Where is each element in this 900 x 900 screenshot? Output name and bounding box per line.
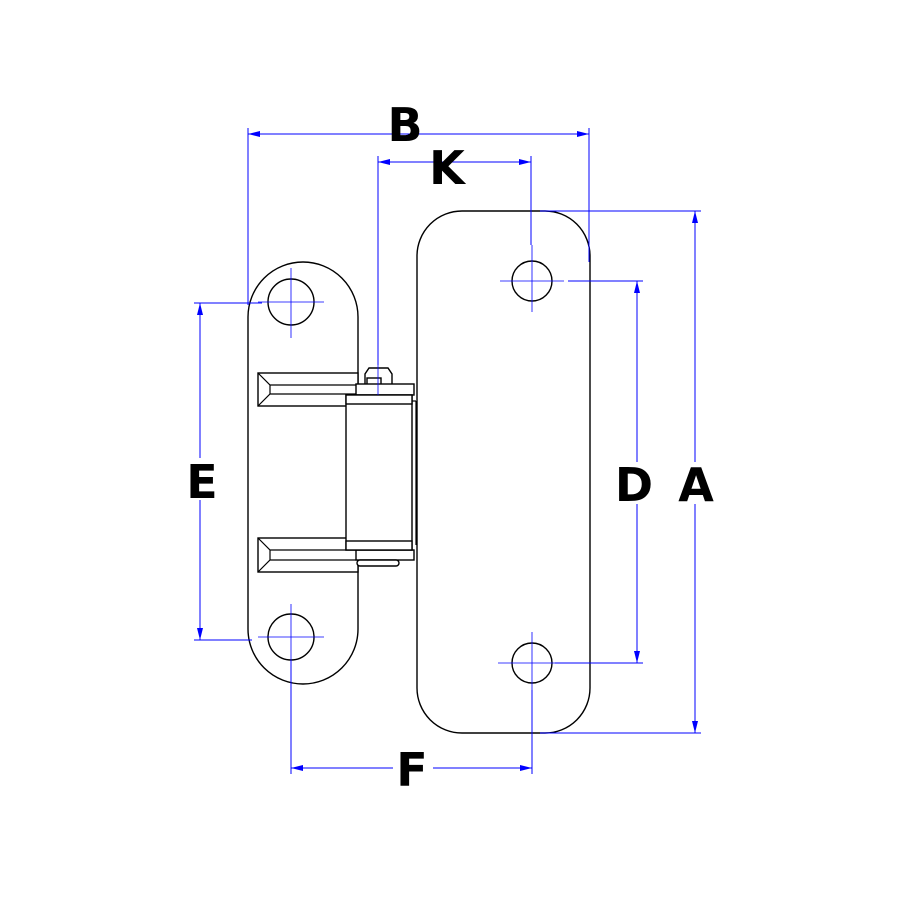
- label-k: K: [429, 141, 467, 195]
- dimension-e: E: [182, 302, 262, 641]
- left-leaf: [247, 261, 359, 685]
- hinge-pin: [355, 367, 415, 567]
- label-e: E: [186, 455, 217, 509]
- hinge-barrel: [345, 394, 417, 551]
- dimension-a: A: [540, 210, 716, 734]
- dimension-b: B: [247, 98, 590, 305]
- bottom-knuckle: [257, 537, 359, 573]
- label-b: B: [387, 98, 422, 152]
- dimension-d: D: [555, 280, 654, 664]
- dimension-k: K: [377, 141, 532, 365]
- right-leaf: [416, 210, 591, 734]
- dimension-f: F: [290, 660, 533, 797]
- label-f: F: [396, 743, 427, 797]
- label-a: A: [678, 458, 714, 512]
- top-knuckle: [257, 372, 359, 407]
- mounting-holes: [258, 245, 566, 705]
- label-d: D: [615, 458, 653, 512]
